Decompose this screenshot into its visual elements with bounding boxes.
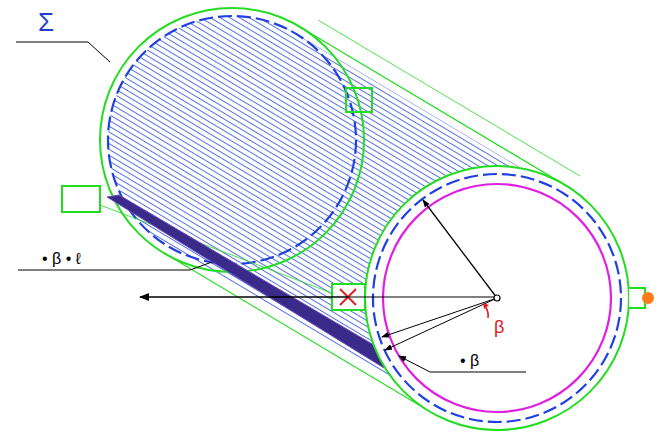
front-housing — [365, 166, 629, 430]
tangent-line — [318, 20, 580, 176]
axis-line — [348, 297, 497, 298]
radius-arrow — [423, 200, 497, 298]
tangent-line — [100, 205, 350, 300]
leader-line — [16, 42, 110, 62]
tangent-line — [300, 27, 565, 185]
surface-label: Σ — [36, 8, 56, 37]
angle-arc — [483, 303, 489, 309]
angle-ray — [382, 298, 497, 337]
front-dashed-circle — [373, 174, 621, 422]
back-dashed-circle — [108, 16, 356, 264]
back-top-tab — [346, 88, 372, 112]
rotor-circle — [383, 184, 611, 412]
orange-dot — [642, 292, 654, 304]
back-left-tab — [62, 186, 100, 212]
force-label: • β • ℓ — [40, 250, 83, 268]
center-point — [494, 295, 500, 301]
angle-ray — [385, 298, 497, 350]
arc-label: • β — [458, 352, 481, 370]
conductor-strip — [107, 195, 396, 368]
back-housing — [100, 8, 364, 272]
force-arrow — [140, 296, 348, 298]
angle-label: β — [492, 318, 506, 338]
